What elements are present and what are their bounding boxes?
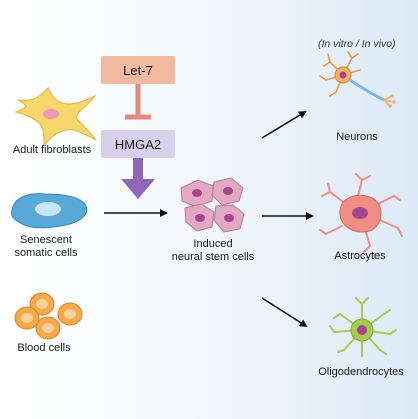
stem-cells-label-line2: neural stem cells	[171, 251, 255, 263]
senescent-label-line1: Senescent	[20, 234, 72, 246]
let7-box: Let-7	[101, 56, 175, 84]
oligodendrocyte-icon	[329, 297, 397, 357]
senescent-label: Senescent somatic cells	[15, 234, 78, 260]
oligodendrocytes-label: Oligodendrocytes	[318, 366, 404, 378]
fibroblast-cell-icon	[14, 87, 97, 148]
arrow-to-oligodendrocytes	[261, 297, 308, 328]
stem-cells-label-line1: Induced	[193, 238, 233, 250]
blood-cells-label: Blood cells	[17, 342, 71, 354]
fibroblasts-label: Adult fibroblasts	[12, 144, 92, 156]
neural-stem-cells-icon	[180, 177, 245, 233]
neurons-label: Neurons	[336, 131, 378, 143]
let7-inhibition-symbol	[125, 84, 151, 120]
stem-cells-label: Induced neural stem cells	[172, 238, 255, 264]
senescent-cell-icon	[11, 193, 88, 229]
neuron-icon	[319, 51, 396, 108]
arrow-to-neurons	[261, 110, 307, 139]
astrocytes-label: Astrocytes	[334, 250, 386, 262]
hmga2-down-arrow	[121, 158, 155, 199]
senescent-label-line2: somatic cells	[14, 247, 78, 259]
astrocyte-icon	[319, 173, 403, 253]
context-note: (In vitro / In vivo)	[318, 38, 396, 50]
blood-cells-icon	[14, 292, 83, 340]
hmga2-box: HMGA2	[101, 130, 175, 158]
let7-label: Let-7	[123, 62, 153, 78]
hmga2-label: HMGA2	[114, 136, 162, 152]
